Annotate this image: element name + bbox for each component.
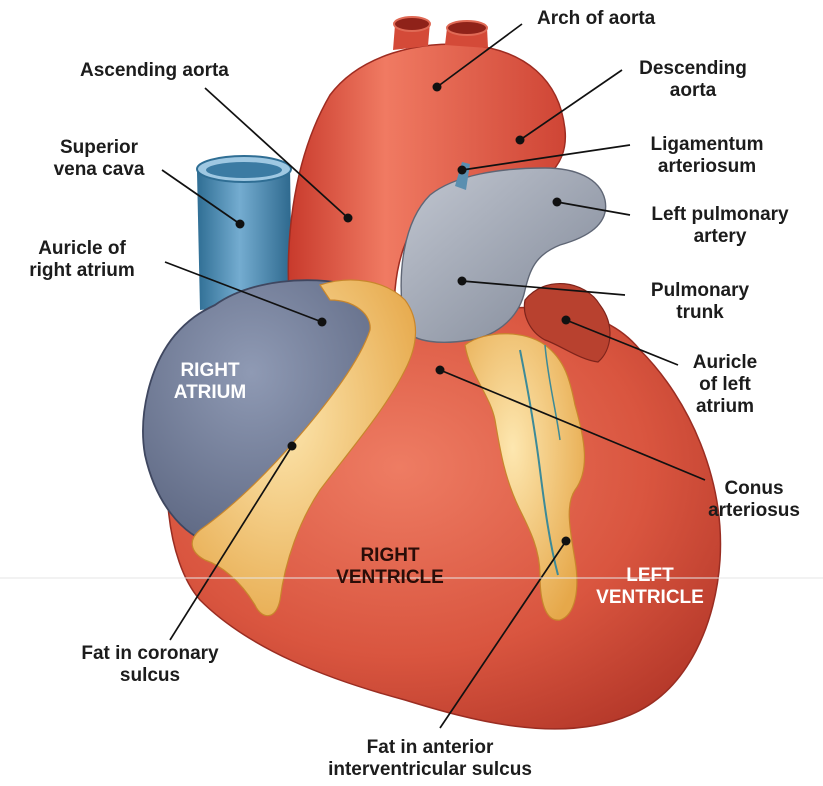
label-ascending-aorta: Ascending aorta	[80, 60, 229, 82]
label-auricle-left-atrium: Auricle of left atrium	[665, 352, 785, 418]
label-pulmonary-trunk: Pulmonary trunk	[630, 280, 770, 324]
label-superior-vena-cava: Superior vena cava	[34, 137, 164, 181]
label-fat-coronary-sulcus: Fat in coronary sulcus	[40, 643, 260, 687]
label-conus-arteriosus: Conus arteriosus	[690, 478, 818, 522]
label-fat-anterior-interventricular-sulcus: Fat in anterior interventricular sulcus	[275, 737, 585, 781]
region-left-ventricle: LEFT VENTRICLE	[575, 565, 725, 609]
region-right-atrium: RIGHT ATRIUM	[150, 360, 270, 404]
label-ligamentum-arteriosum: Ligamentum arteriosum	[632, 134, 782, 178]
label-arch-of-aorta: Arch of aorta	[537, 8, 655, 30]
region-right-ventricle: RIGHT VENTRICLE	[315, 545, 465, 589]
label-auricle-right-atrium: Auricle of right atrium	[12, 238, 152, 282]
label-left-pulmonary-artery: Left pulmonary artery	[630, 204, 810, 248]
label-descending-aorta: Descending aorta	[618, 58, 768, 102]
